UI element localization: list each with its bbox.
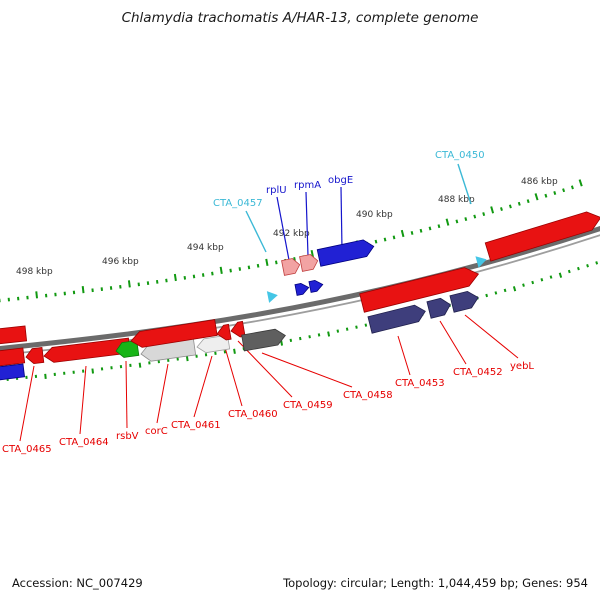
gene-red-mid-left[interactable]: [130, 319, 218, 349]
leader-CTA_0450: [457, 163, 472, 205]
gene-blue-bottom-left[interactable]: [0, 363, 26, 381]
label-corC[interactable]: corC: [145, 426, 168, 437]
leader-CTA_0465: [19, 365, 35, 442]
label-yebL[interactable]: yebL: [510, 361, 534, 372]
gene-CTA_0458[interactable]: [241, 328, 287, 352]
gene-CTA_0452[interactable]: [426, 296, 452, 319]
gene-CTA_0464[interactable]: [43, 337, 131, 363]
leader-rplU: [276, 196, 290, 261]
label-CTA_0450[interactable]: CTA_0450: [435, 150, 485, 161]
leader-yebL: [464, 314, 519, 359]
label-CTA_0461[interactable]: CTA_0461: [171, 420, 221, 431]
label-CTA_0459[interactable]: CTA_0459: [283, 400, 333, 411]
ruler-ticks: [0, 179, 599, 381]
leader-obgE: [340, 186, 343, 251]
status-bar: Accession: NC_007429 Topology: circular;…: [0, 576, 600, 590]
gene-red-right-large[interactable]: [359, 265, 481, 313]
gene-obgE[interactable]: [316, 238, 375, 267]
ruler-label-488kbp: 488 kbp: [438, 195, 475, 205]
gene-small-blue-1[interactable]: [294, 282, 310, 296]
label-CTA_0460[interactable]: CTA_0460: [228, 409, 278, 420]
leader-CTA_0461: [193, 355, 213, 418]
label-CTA_0453[interactable]: CTA_0453: [395, 378, 445, 389]
gene-CTA_0460[interactable]: [216, 323, 232, 341]
label-rsbV[interactable]: rsbV: [116, 431, 139, 442]
ruler-label-494kbp: 494 kbp: [187, 243, 224, 253]
leader-corC: [156, 363, 169, 424]
label-CTA_0452[interactable]: CTA_0452: [453, 367, 503, 378]
leader-CTA_0453: [397, 335, 411, 376]
gene-red-far-right[interactable]: [484, 208, 600, 262]
gene-yebL[interactable]: [449, 289, 480, 313]
ruler-label-498kbp: 498 kbp: [16, 267, 53, 277]
leader-CTA_0452: [439, 320, 467, 365]
label-CTA_0457[interactable]: CTA_0457: [213, 198, 263, 209]
gene-partial-bottom-left[interactable]: [0, 347, 26, 367]
gene-CTA_0465[interactable]: [25, 347, 45, 365]
leader-CTA_0460: [223, 343, 243, 407]
ruler-label-486kbp: 486 kbp: [521, 177, 558, 187]
marker-CTA_0450-icon: [475, 256, 487, 268]
accession-label: Accession: NC_007429: [12, 576, 143, 590]
ruler-label-490kbp: 490 kbp: [356, 210, 393, 220]
gene-rplU[interactable]: [281, 257, 302, 276]
label-rpmA[interactable]: rpmA: [294, 180, 321, 191]
ruler-label-496kbp: 496 kbp: [102, 257, 139, 267]
gene-rpmA[interactable]: [299, 253, 320, 272]
label-obgE[interactable]: obgE: [328, 175, 353, 186]
genome-summary-label: Topology: circular; Length: 1,044,459 bp…: [283, 576, 588, 590]
label-CTA_0458[interactable]: CTA_0458: [343, 390, 393, 401]
label-CTA_0465[interactable]: CTA_0465: [2, 444, 52, 455]
leader-CTA_0458: [261, 352, 353, 388]
label-rplU[interactable]: rplU: [266, 185, 287, 196]
leader-CTA_0464: [79, 365, 87, 435]
leader-CTA_0457: [245, 210, 267, 253]
label-CTA_0464[interactable]: CTA_0464: [59, 437, 109, 448]
marker-CTA_0457-icon: [266, 291, 278, 303]
ruler-label-492kbp: 492 kbp: [273, 229, 310, 239]
gene-CTA_0453[interactable]: [367, 303, 427, 334]
leader-rpmA: [305, 191, 309, 257]
leader-rsbV: [125, 360, 128, 429]
gene-small-blue-2[interactable]: [308, 279, 324, 293]
genome-backbone: [0, 225, 600, 351]
page-title: Chlamydia trachomatis A/HAR-13, complete…: [121, 10, 479, 26]
gene-partial-top-left[interactable]: [0, 325, 28, 345]
